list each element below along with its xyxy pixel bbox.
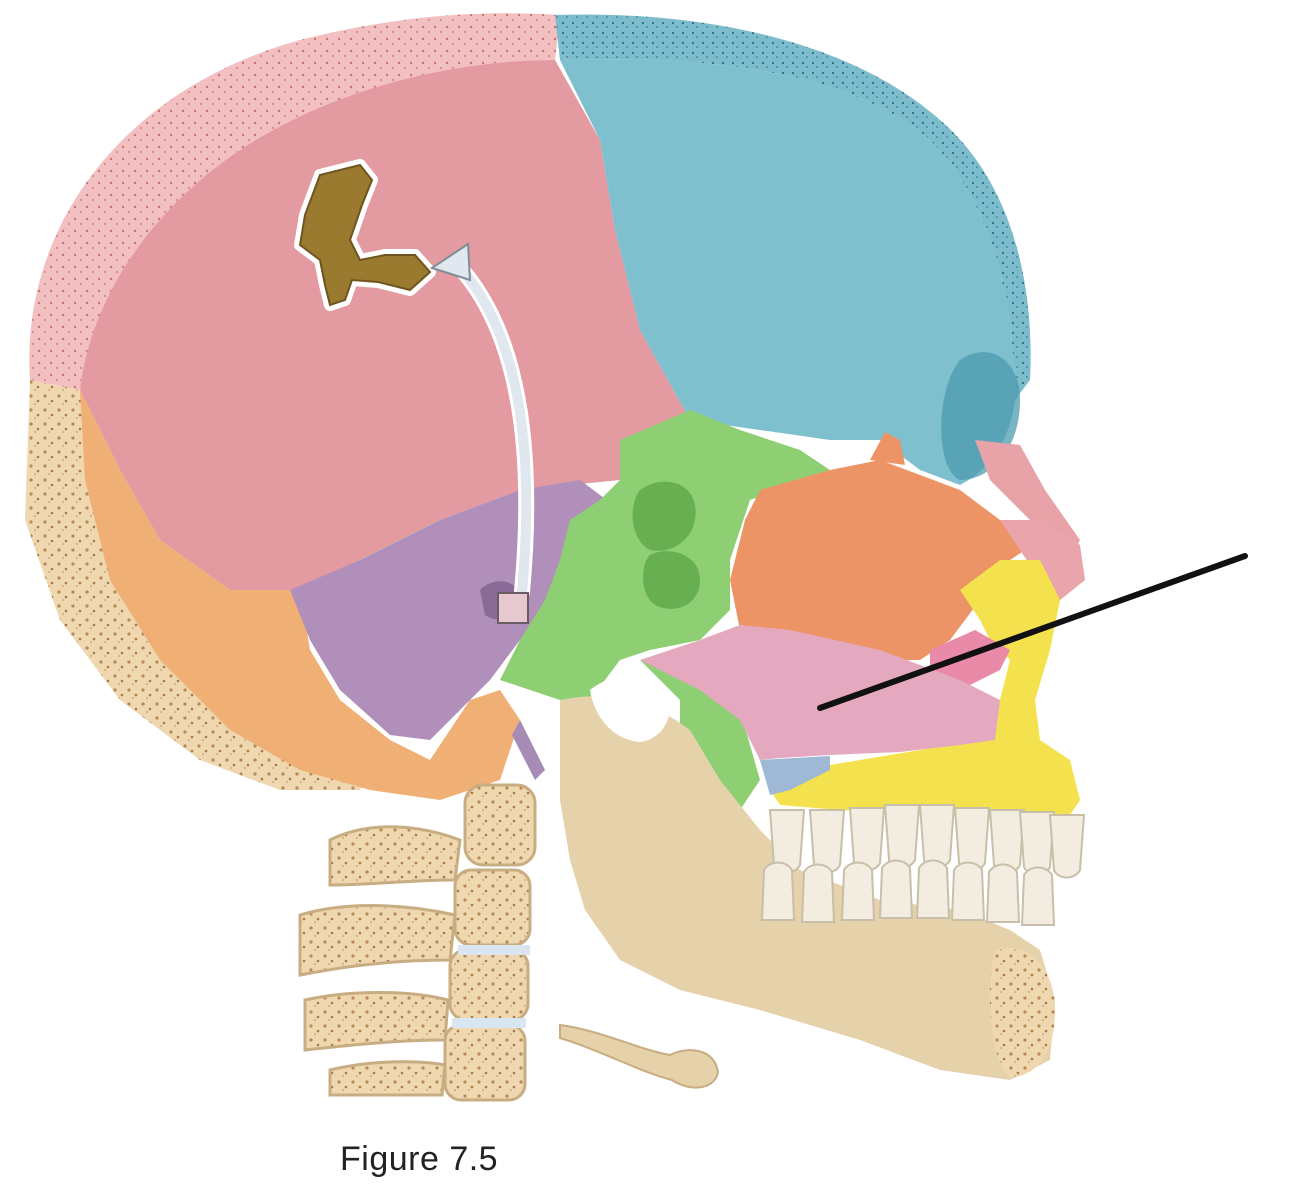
upper-tooth <box>953 807 991 872</box>
lower-tooth <box>840 861 876 921</box>
lower-tooth <box>1020 866 1056 926</box>
leader-line <box>817 553 1248 711</box>
lower-tooth <box>800 863 836 923</box>
upper-tooth <box>1048 814 1086 879</box>
mandible-cut-edge <box>990 948 1055 1078</box>
sphenoid-sinus-1 <box>632 481 696 551</box>
callout-arrowhead <box>429 242 472 282</box>
figure-caption: Figure 7.5 <box>340 1140 499 1178</box>
palatine-tip <box>760 756 830 795</box>
temporal-styloid <box>512 720 545 780</box>
vomer-palatine <box>640 625 1000 760</box>
sphenoid-sinus-2 <box>643 551 700 609</box>
ethmoid-bone <box>730 460 1040 660</box>
upper-tooth <box>848 807 886 872</box>
frontal-rim <box>555 14 1031 400</box>
frontal-bone <box>560 59 1015 485</box>
upper-tooth <box>808 809 846 874</box>
temporal-bone <box>290 480 620 740</box>
cervical-spine <box>298 783 537 1102</box>
lower-tooth <box>915 859 951 919</box>
upper-tooth <box>988 809 1026 874</box>
callout-source-box <box>497 592 529 624</box>
maxilla-bone <box>770 560 1080 820</box>
ossicle-inset-bone <box>298 163 432 307</box>
crista-galli <box>870 432 905 465</box>
upper-tooth <box>883 804 921 869</box>
hyoid-bone <box>559 1023 720 1089</box>
upper-tooth <box>1018 811 1056 876</box>
nasal-bone-pink <box>1000 520 1085 600</box>
lower-tooth <box>985 863 1021 923</box>
lower-tooth <box>760 861 796 921</box>
lower-tooth <box>950 861 986 921</box>
upper-tooth <box>918 804 956 869</box>
parietal-rim <box>29 13 561 390</box>
mandibular-notch <box>590 675 671 742</box>
lower-tooth <box>878 859 914 919</box>
sphenoid-pterygoid <box>640 660 760 810</box>
parietal-bone <box>80 60 690 590</box>
teeth-group <box>760 804 1086 926</box>
